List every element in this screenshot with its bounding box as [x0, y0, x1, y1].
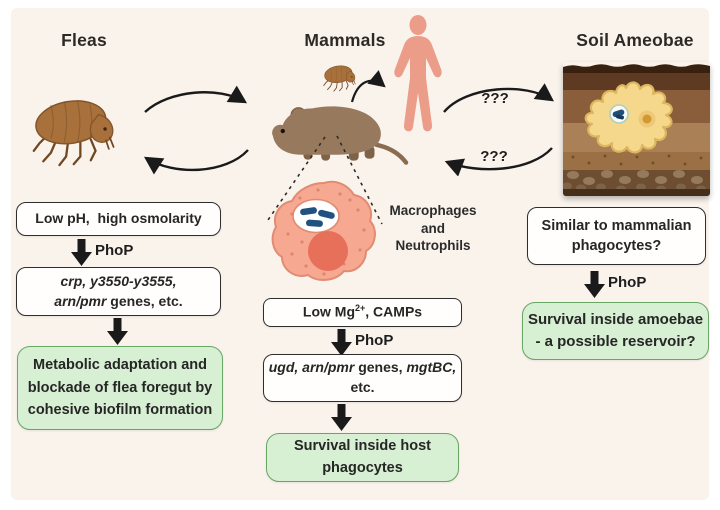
diagram-canvas: Fleas Mammals Soil Ameobae — [11, 8, 710, 500]
dashed-magnifier-lines — [267, 135, 383, 225]
flea-mammal-cycle-arrows-icon — [143, 85, 249, 175]
phagosome-vacuole — [292, 198, 340, 234]
phop-label-mammals: PhoP — [355, 332, 394, 349]
amoeba-question-box: Similar to mammalian phagocytes? — [527, 207, 706, 265]
flea-illustration — [31, 95, 115, 167]
mammal-trigger-box: Low Mg2+, CAMPs — [263, 298, 462, 327]
flea-result-box: Metabolic adaptation and blockade of fle… — [17, 346, 223, 430]
flea-genes-box: crp, y3550-y3555, arn/pmr genes, etc. — [16, 267, 221, 316]
bacteria-in-macrophage — [300, 207, 335, 227]
question-marks-top: ??? — [481, 90, 509, 107]
human-silhouette-icon — [394, 15, 442, 132]
amoeba-result-box: Survival inside amoebae - a possible res… — [522, 302, 709, 360]
mammal-soil-cycle-arrows-icon — [443, 83, 554, 176]
mammal-genes-box: ugd, arn/pmr genes, mgtBC, etc. — [263, 354, 462, 402]
flea-to-human-arrow-icon — [350, 70, 386, 103]
mammal-result-box: Survival inside host phagocytes — [266, 433, 459, 482]
phop-arrow-icon — [331, 329, 352, 356]
header-soil-amoebae: Soil Ameobae — [576, 30, 694, 50]
soil-amoeba-illustration — [563, 62, 710, 196]
macrophage-illustration — [271, 180, 376, 281]
rodent-illustration — [272, 106, 409, 165]
amoeba-cell — [584, 81, 673, 154]
phop-label-amoebae: PhoP — [608, 274, 647, 291]
header-fleas: Fleas — [61, 30, 107, 50]
bacterium-in-amoeba — [612, 109, 625, 118]
flea-trigger-box: Low pH, high osmolarity — [16, 202, 221, 236]
header-mammals: Mammals — [304, 30, 386, 50]
macrophage-nucleus — [308, 231, 348, 271]
down-arrow-icon — [107, 318, 128, 345]
phop-label-fleas: PhoP — [95, 242, 134, 259]
macrophage-label: Macrophages and Neutrophils — [389, 203, 477, 253]
phop-arrow-icon — [71, 239, 92, 266]
down-arrow-icon — [331, 404, 352, 431]
phop-arrow-icon — [584, 271, 605, 298]
question-marks-bottom: ??? — [480, 148, 508, 165]
